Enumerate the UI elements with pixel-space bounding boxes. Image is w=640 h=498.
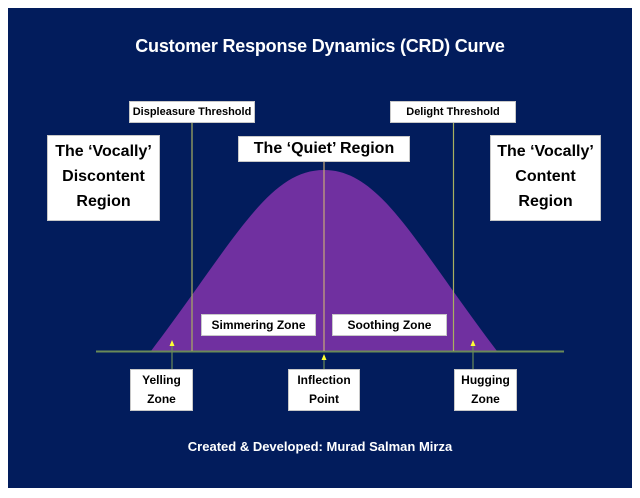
hugging-line-2: Zone	[471, 392, 500, 406]
hugging-line-1: Hugging	[461, 373, 510, 387]
simmering-zone-label: Simmering Zone	[201, 314, 316, 336]
region-left-line-1: The ‘Vocally’	[55, 143, 152, 160]
vocally-content-region-box: The ‘Vocally’ Content Region	[490, 135, 601, 221]
region-right-line-3: Region	[518, 193, 573, 210]
quiet-region-label: The ‘Quiet’ Region	[238, 136, 410, 162]
region-right-line-2: Content	[515, 168, 576, 185]
inflection-point-label: Inflection Point	[288, 369, 360, 411]
yelling-line-1: Yelling	[142, 373, 181, 387]
displeasure-threshold-label: Displeasure Threshold	[129, 101, 255, 123]
yelling-zone-label: Yelling Zone	[130, 369, 193, 411]
region-left-line-2: Discontent	[62, 168, 145, 185]
inflection-line-1: Inflection	[297, 373, 351, 387]
inflection-arrow-head	[321, 354, 327, 360]
vocally-discontent-region-box: The ‘Vocally’ Discontent Region	[47, 135, 160, 221]
diagram-title: Customer Response Dynamics (CRD) Curve	[135, 36, 505, 56]
yelling-arrow-head	[169, 340, 175, 346]
hugging-zone-label: Hugging Zone	[454, 369, 517, 411]
region-left-line-3: Region	[76, 193, 131, 210]
inflection-line-2: Point	[309, 392, 339, 406]
soothing-zone-label: Soothing Zone	[332, 314, 447, 336]
region-right-line-1: The ‘Vocally’	[497, 143, 594, 160]
yelling-line-2: Zone	[147, 392, 176, 406]
hugging-arrow-head	[470, 340, 476, 346]
delight-threshold-label: Delight Threshold	[390, 101, 516, 123]
credit-line: Created & Developed: Murad Salman Mirza	[187, 439, 453, 454]
